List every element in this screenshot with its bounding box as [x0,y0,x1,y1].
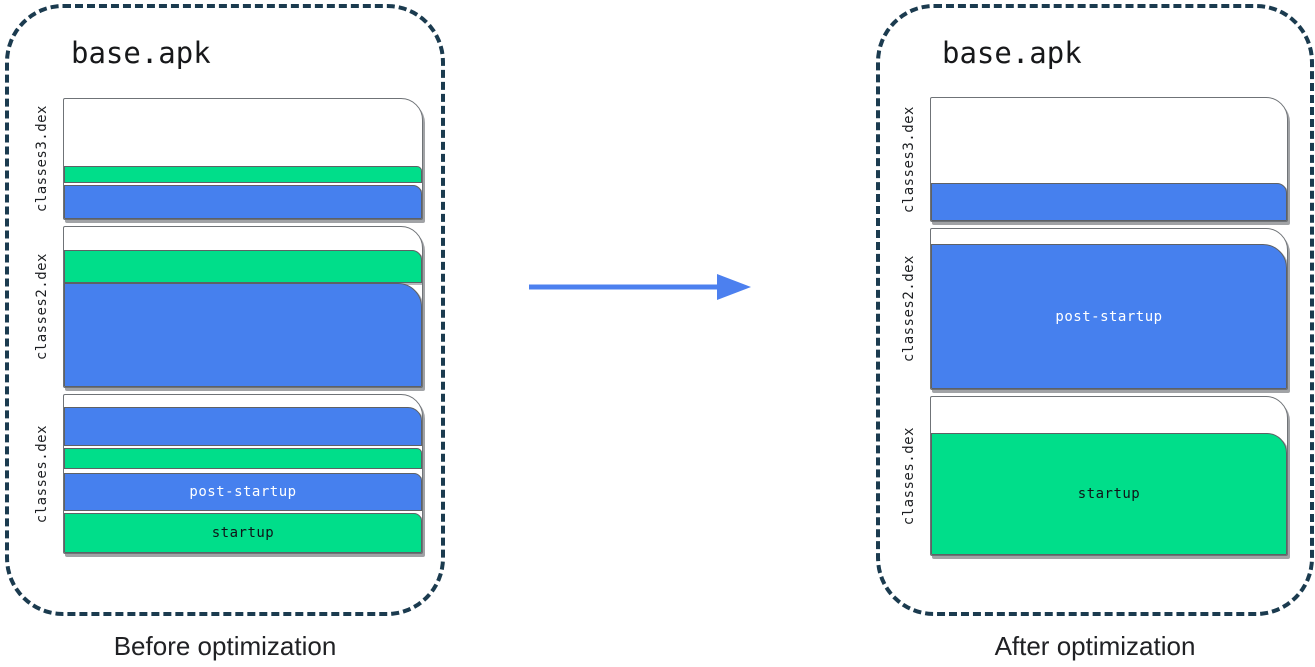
band-gap [64,183,422,185]
unused-dex-space [931,229,1287,244]
dex-file-name-label: classes3.dex [888,97,930,222]
after-caption: After optimization [994,631,1196,661]
dex-file-name-label: classes3.dex [21,98,63,220]
unused-dex-space [64,395,422,407]
startup-band [64,166,422,183]
unused-dex-space [64,99,422,166]
dex-file-name-text: classes3.dex [34,105,50,213]
startup-band [64,448,422,469]
dex-file-row: classes.dex startup [888,396,1288,556]
dex-file-box [63,98,423,220]
post-startup-band [64,185,422,219]
before-files-list: classes3.dex classes2.dex classes.dex post-… [21,98,423,560]
dex-file-name-text: classes2.dex [34,253,50,361]
unused-dex-space [931,98,1287,183]
dex-file-name-text: classes.dex [901,426,917,526]
apk-title-after: base.apk [942,36,1082,70]
unused-dex-space [931,397,1287,433]
post-startup-band [64,407,422,446]
dex-file-box: post-startup [930,228,1288,390]
post-startup-band [931,183,1287,221]
startup-band [64,250,422,283]
dex-file-name-label: classes2.dex [888,228,930,390]
dex-file-name-text: classes2.dex [901,255,917,363]
after-panel: base.apk classes3.dex classes2.dex post-st… [876,4,1314,616]
dex-file-name-text: classes3.dex [901,105,917,214]
dex-file-row: classes2.dex post-startup [888,228,1288,390]
post-startup-band: post-startup [931,244,1287,389]
dex-file-name-label: classes.dex [21,394,63,554]
startup-band: startup [64,513,422,553]
post-startup-band [64,283,422,387]
dex-file-name-label: classes.dex [888,396,930,556]
apk-title-before: base.apk [71,36,211,70]
dex-file-name-label: classes2.dex [21,226,63,388]
before-to-after-arrow-icon [529,274,751,300]
dex-file-row: classes3.dex [21,98,423,220]
dex-file-name-text: classes.dex [34,424,50,524]
before-caption: Before optimization [113,631,337,661]
dex-file-row: classes2.dex [21,226,423,388]
band-gap [64,469,422,473]
dex-file-box [930,97,1288,222]
dex-file-box [63,226,423,388]
post-startup-band: post-startup [64,473,422,511]
dex-file-box: startup [930,396,1288,556]
dex-file-row: classes3.dex [888,97,1288,222]
band-gap [64,446,422,448]
band-gap [64,511,422,513]
startup-band: startup [931,433,1287,555]
unused-dex-space [64,227,422,250]
